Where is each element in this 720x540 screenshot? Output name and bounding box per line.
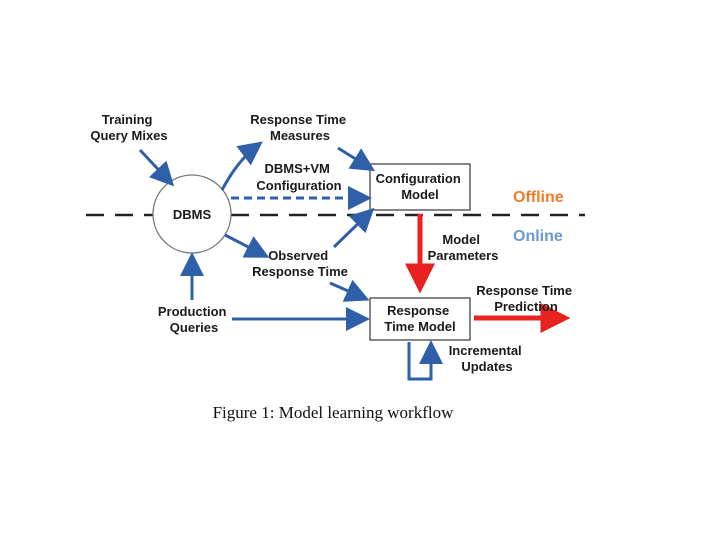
incremental-updates-label: Incremental Updates: [449, 343, 526, 374]
training-query-mixes-label: Training Query Mixes: [90, 112, 167, 143]
training-line-2: Query Mixes: [90, 128, 167, 143]
measures-line-1: Response Time: [250, 112, 346, 127]
prediction-line-1: Response Time: [476, 283, 572, 298]
offline-label: Offline: [513, 189, 564, 206]
observed-response-time-label: Observed Response Time: [252, 248, 348, 279]
arrow-observed-to-rt-model: [329, 279, 370, 302]
production-queries-label: Production Queries: [158, 304, 230, 335]
arrow-training-to-dbms: [138, 148, 175, 187]
response-time-model-label: Response Time Model: [384, 303, 455, 334]
arrow-dbms-to-measures: [220, 141, 263, 191]
incremental-line-2: Updates: [461, 359, 512, 374]
arrow-measures-to-config: [337, 146, 376, 172]
arrow-dbms-to-observed: [224, 233, 270, 258]
configuration-model-label: Configuration Model: [376, 171, 465, 202]
observed-line-2: Response Time: [252, 264, 348, 279]
response-time-model-line-1: Response: [387, 303, 449, 318]
params-line-1: Model: [442, 232, 480, 247]
arrow-incremental-updates-loop: [407, 340, 443, 381]
params-line-2: Parameters: [428, 248, 499, 263]
response-time-model-box: [369, 297, 471, 341]
observed-line-1: Observed: [268, 248, 328, 263]
dbms-label: DBMS: [173, 207, 212, 222]
measures-line-2: Measures: [270, 128, 330, 143]
production-line-2: Queries: [170, 320, 218, 335]
workflow-arrows: [138, 141, 443, 381]
configuration-model-line-2: Model: [401, 187, 439, 202]
dbms-vm-line-2: Configuration: [256, 178, 341, 193]
dbms-vm-configuration-label: DBMS+VM Configuration: [256, 161, 341, 193]
response-time-prediction-label: Response Time Prediction: [476, 283, 575, 314]
configuration-model-line-1: Configuration: [376, 171, 461, 186]
training-line-1: Training: [102, 112, 153, 127]
configuration-model-box: [369, 163, 471, 211]
dbms-vm-line-1: DBMS+VM: [265, 161, 330, 176]
prediction-line-2: Prediction: [494, 299, 558, 314]
figure-caption: Figure 1: Model learning workflow: [213, 403, 455, 422]
response-time-measures-label: Response Time Measures: [250, 112, 349, 143]
production-line-1: Production: [158, 304, 227, 319]
red-arrows: [405, 214, 571, 333]
arrow-observed-to-config: [332, 207, 375, 249]
incremental-line-1: Incremental: [449, 343, 522, 358]
model-parameters-label: Model Parameters: [428, 232, 499, 263]
response-time-model-line-2: Time Model: [384, 319, 455, 334]
online-label: Online: [513, 228, 563, 245]
